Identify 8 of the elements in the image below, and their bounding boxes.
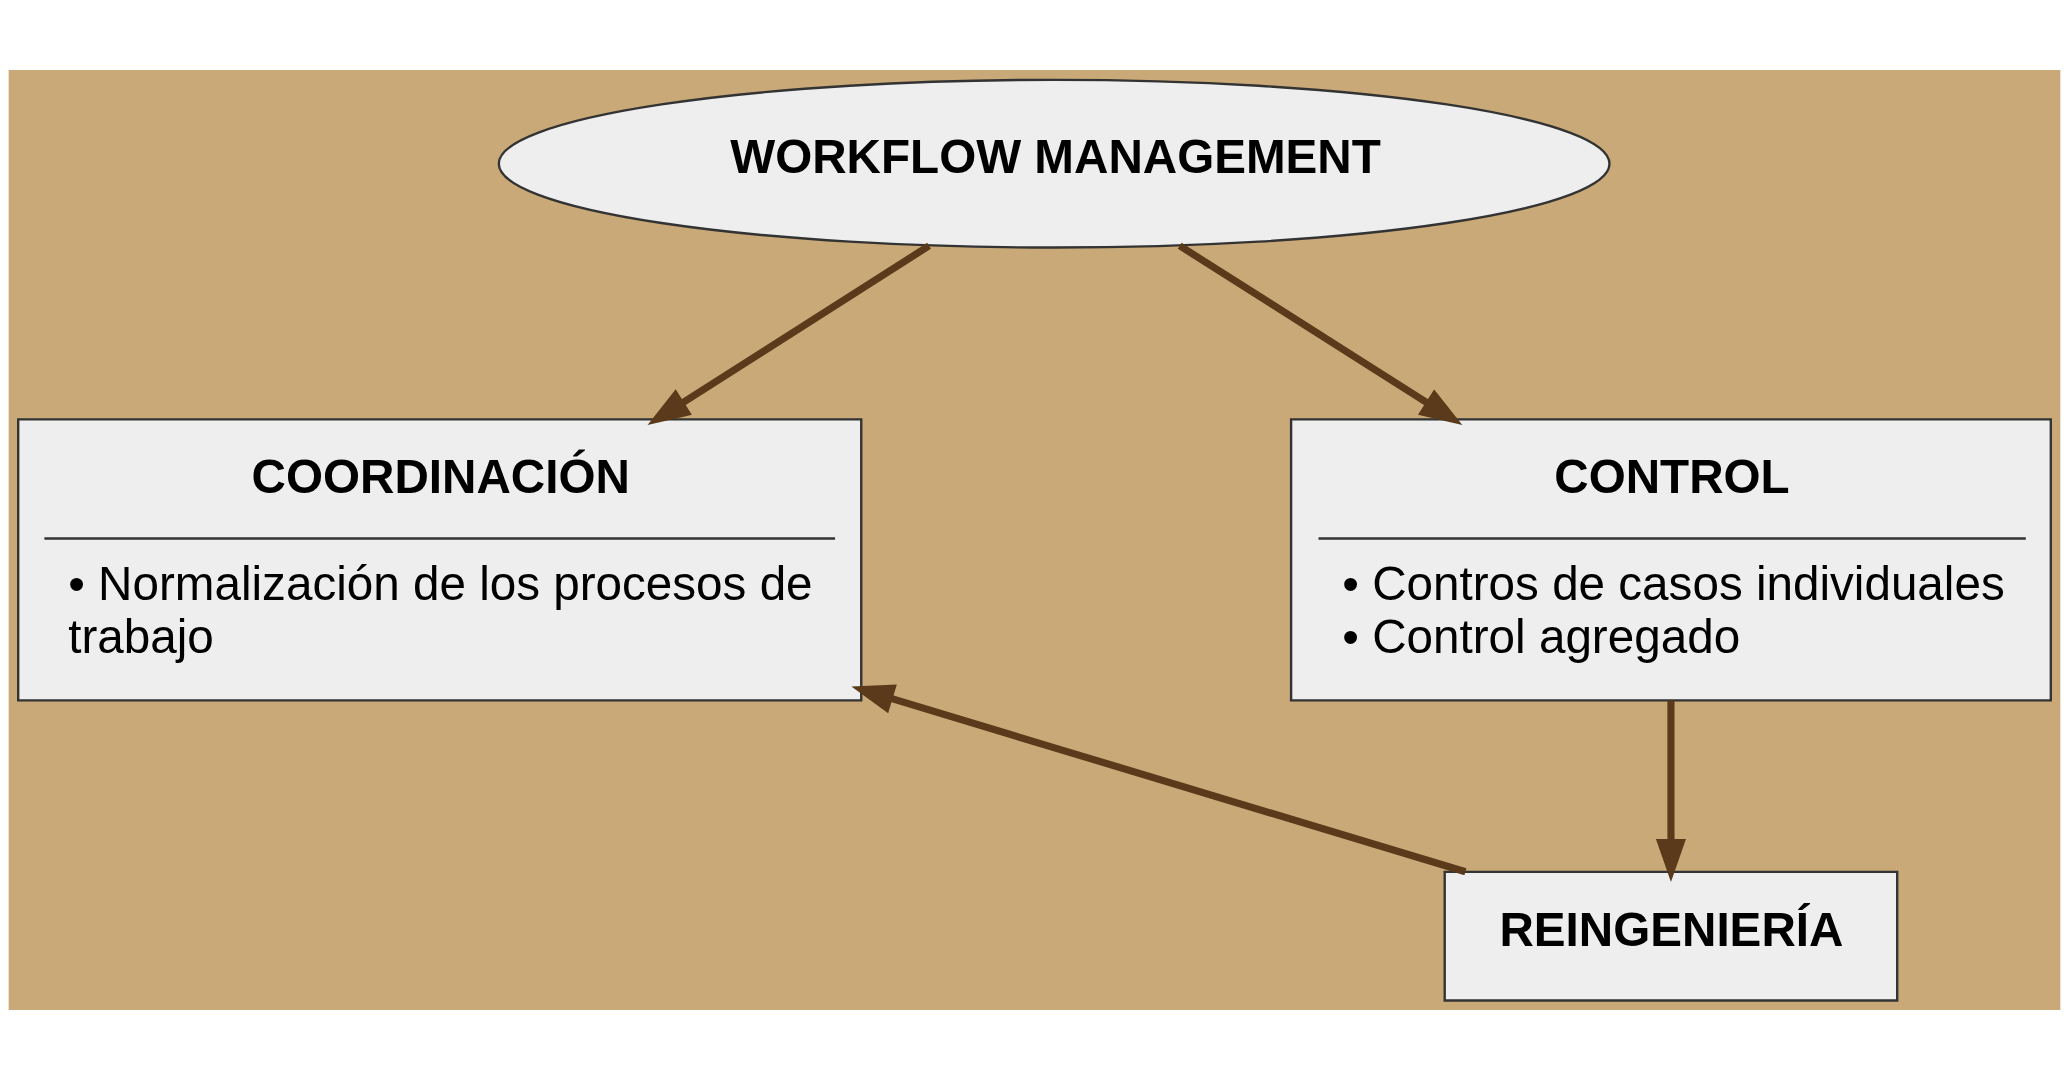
arrow [647,242,931,425]
node-box: COORDINACIÓN • Normalización de los procesos de trabajo [17,417,863,702]
node-box: CONTROL • Contros de casos individuales • Control agregado [1289,417,2052,702]
arrow [1177,242,1463,425]
arrow [1655,700,1686,882]
arrow [851,684,1467,875]
node-ellipse: WORKFLOW MANAGEMENT [497,78,1611,249]
node-box: REINGENIERÍA [1443,870,1899,1002]
